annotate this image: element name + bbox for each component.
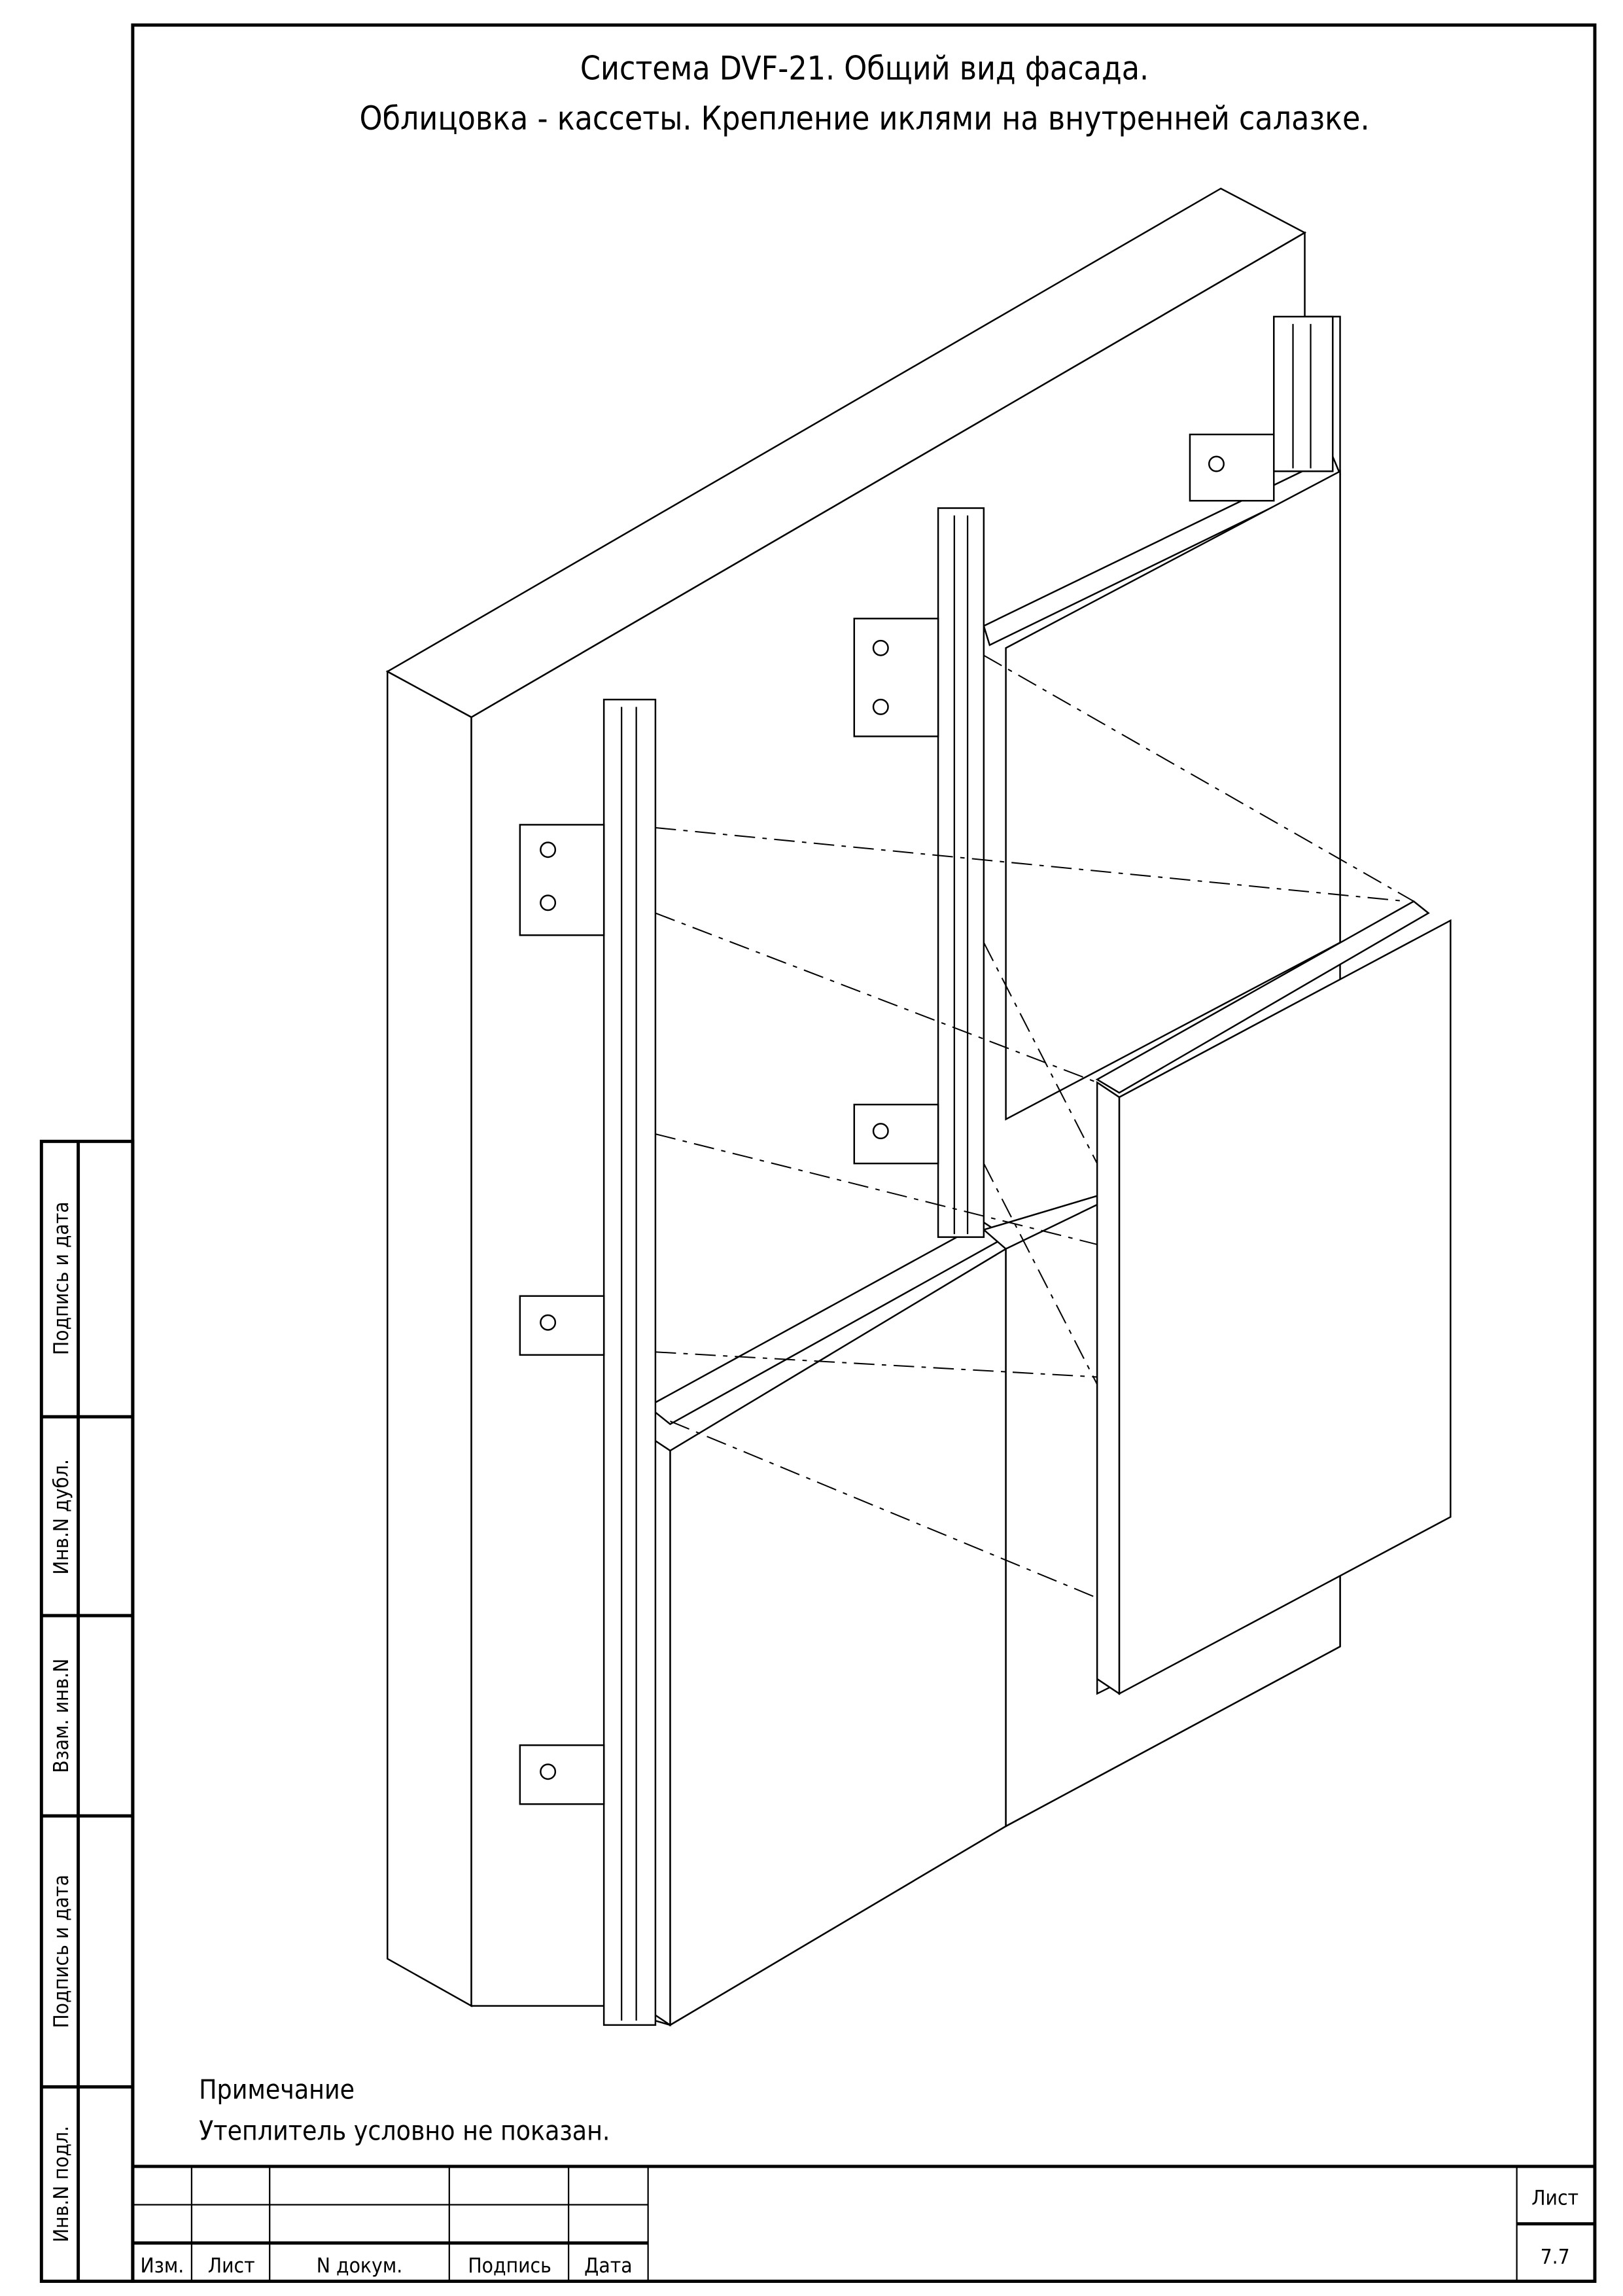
stamp-replace-inv: Взам. инв.N [50, 1659, 73, 1773]
title-line-2: Облицовка - кассеты. Крепление иклями на… [359, 99, 1369, 137]
stamp-signature-date-2: Подпись и дата [50, 1875, 73, 2028]
wall-brackets [519, 433, 1275, 1805]
stamp-original-inv: Инв.N подл. [50, 2126, 73, 2242]
col-document-number: N докум. [317, 2254, 402, 2278]
left-vertical-profile [602, 698, 657, 2026]
middle-vertical-profile [937, 507, 985, 1238]
side-stamp: Подпись и дата Инв.N дубл. Взам. инв.N П… [39, 1139, 135, 2283]
cassette-floating-side [1096, 1081, 1121, 1695]
col-revision: Изм. [141, 2254, 184, 2278]
cassette-floating-flange [1095, 900, 1430, 1094]
sheet-number: 7.7 [1541, 2245, 1570, 2269]
stamp-signature-date-1: Подпись и дата [50, 1201, 73, 1355]
facade-isometric-drawing [385, 187, 1452, 2027]
wall-left-face [387, 670, 472, 2007]
right-vertical-profile [1273, 315, 1334, 472]
title-block: Изм. Лист N докум. Подпись Дата Лист 7.7 [132, 2164, 1595, 2282]
note-text: Утеплитель условно не показан. [199, 2115, 610, 2146]
note-heading: Примечание [199, 2074, 355, 2105]
col-sheet: Лист [208, 2254, 255, 2278]
col-date: Дата [584, 2254, 632, 2278]
title-line-1: Система DVF-21. Общий вид фасада. [580, 50, 1149, 88]
sheet-label: Лист [1531, 2186, 1579, 2210]
col-signature: Подпись [468, 2254, 551, 2278]
stamp-duplicate-inv: Инв.N дубл. [50, 1459, 73, 1575]
projection-lines [655, 654, 1414, 1599]
